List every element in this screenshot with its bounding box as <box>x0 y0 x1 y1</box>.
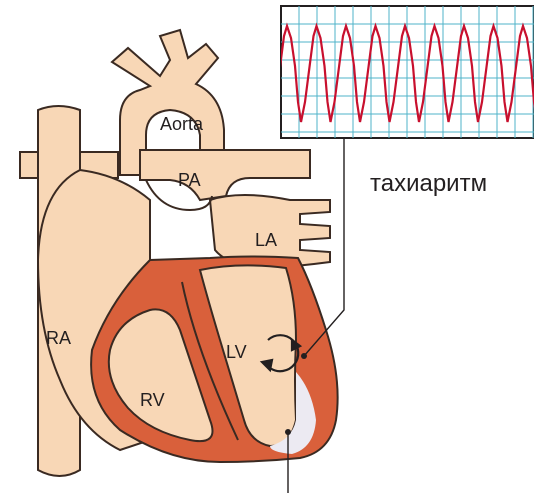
caption-text: тахиаритм <box>370 170 487 198</box>
label-ra: RA <box>46 328 71 348</box>
label-aorta: Aorta <box>160 114 204 134</box>
label-la: LA <box>255 230 277 250</box>
ecg-strip <box>251 6 534 138</box>
ventricle-muscle <box>91 257 338 463</box>
pointer-dot-scar <box>285 429 291 435</box>
label-rv: RV <box>140 390 165 410</box>
label-lv: LV <box>226 342 247 362</box>
label-pa: PA <box>178 170 201 190</box>
pulmonary-artery <box>140 150 310 200</box>
pointer-dot-lv <box>301 353 307 359</box>
